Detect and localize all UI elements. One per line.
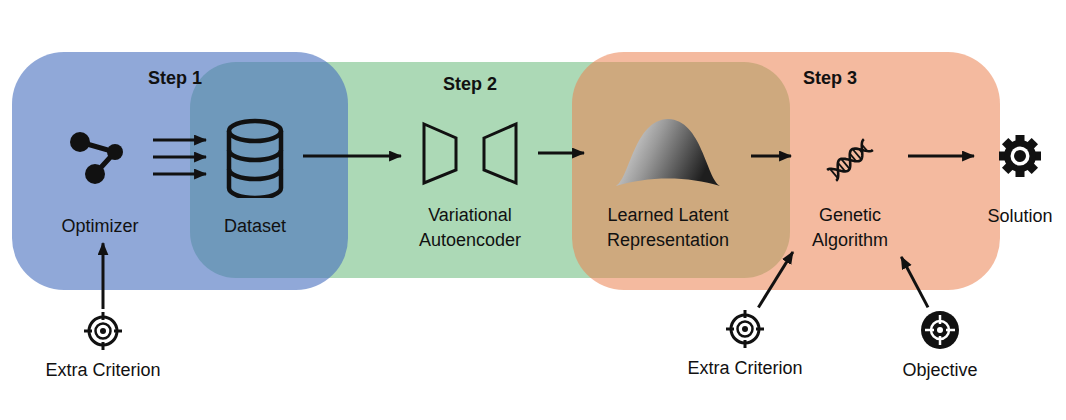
- dna-icon-part: [830, 169, 838, 178]
- database-icon-part: [229, 121, 281, 141]
- component-node: Objective: [885, 310, 995, 383]
- target-icon-part: [96, 324, 111, 339]
- target-icon-part: [726, 328, 734, 331]
- flow-arrow: [901, 257, 928, 307]
- dna-icon-part: [841, 159, 849, 169]
- target-icon-part: [738, 322, 753, 337]
- target-icon: [665, 310, 825, 348]
- step-region: Step 1 Optimizer Dataset: [12, 52, 348, 290]
- node-label: Optimizer: [50, 214, 150, 239]
- flow-arrow: [758, 252, 793, 308]
- objective-icon-part: [939, 315, 942, 324]
- objective-icon-part: [937, 327, 943, 333]
- target-icon-part: [114, 330, 122, 333]
- database-icon-part: [229, 131, 281, 198]
- step-region: [12, 52, 348, 290]
- dna-icon-part: [838, 163, 845, 172]
- step-title: Step 2: [443, 74, 497, 95]
- objective-icon: [885, 310, 995, 350]
- node-label: Objective: [885, 358, 995, 383]
- target-icon: [23, 312, 183, 350]
- flow-arrow: [153, 139, 206, 142]
- target-icon-part: [100, 328, 106, 334]
- target-icon-part: [742, 326, 748, 332]
- database-icon: [210, 118, 300, 198]
- graph-icon-part: [107, 144, 123, 160]
- target-icon-part: [744, 340, 747, 348]
- flow-arrow: [153, 173, 206, 176]
- node-label: Solution: [978, 204, 1062, 229]
- node-label: Genetic Algorithm: [795, 203, 905, 253]
- gear-icon-part: [1004, 140, 1036, 172]
- target-icon-part: [731, 315, 759, 343]
- objective-icon-part: [946, 329, 955, 332]
- node-label: Extra Criterion: [23, 358, 183, 383]
- component-node: Dataset: [210, 118, 300, 239]
- objective-icon-part: [939, 336, 942, 345]
- database-icon-part: [229, 150, 281, 160]
- component-node: Learned Latent Representation: [588, 116, 748, 253]
- step-region: [572, 52, 1000, 290]
- dna-icon: [795, 134, 905, 186]
- flow-arrow: [102, 243, 105, 309]
- target-icon-part: [726, 310, 764, 348]
- target-icon-part: [89, 317, 117, 345]
- component-node: Genetic Algorithm: [795, 134, 905, 253]
- node-label: Dataset: [210, 214, 300, 239]
- flow-arrow: [153, 156, 206, 159]
- flow-arrow: [751, 155, 791, 158]
- node-label: Variational Autoencoder: [405, 203, 535, 253]
- dna-icon-part: [827, 139, 873, 181]
- target-icon-part: [744, 310, 747, 318]
- dna-icon-part: [859, 149, 862, 153]
- component-node: Variational Autoencoder: [405, 120, 535, 253]
- component-node: Extra Criterion: [23, 312, 183, 383]
- objective-icon-part: [925, 329, 934, 332]
- hill-icon: [588, 116, 748, 188]
- step-title: Step 3: [803, 68, 857, 89]
- dna-icon-part: [827, 139, 873, 181]
- target-icon-part: [84, 312, 122, 350]
- dna-icon-part: [853, 149, 862, 159]
- target-icon-part: [84, 330, 92, 333]
- vae-icon-part: [424, 124, 456, 183]
- node-label: Learned Latent Representation: [588, 203, 748, 253]
- dna-icon-part: [827, 139, 873, 181]
- flow-arrow: [908, 155, 974, 158]
- component-node: Solution: [978, 134, 1062, 229]
- step-region: Step 3 Learned Latent Representation Genet…: [572, 52, 1000, 290]
- objective-icon-part: [921, 311, 959, 349]
- vae-icon-part: [484, 124, 516, 183]
- database-icon-part: [229, 121, 281, 198]
- graph-icon-part: [85, 164, 105, 184]
- target-icon-part: [102, 342, 105, 350]
- objective-icon-part: [921, 311, 959, 349]
- dna-icon-part: [850, 154, 856, 162]
- component-node: Optimizer: [50, 128, 150, 239]
- vae-icon: [405, 120, 535, 186]
- gear-icon-part: [1011, 147, 1030, 166]
- database-icon-part: [229, 169, 281, 179]
- flow-arrow: [303, 155, 401, 158]
- dna-icon-part: [862, 145, 868, 152]
- hill-icon-part: [616, 119, 720, 186]
- gear-icon-part: [999, 135, 1041, 177]
- target-icon-part: [756, 328, 764, 331]
- graph-icon: [50, 128, 150, 186]
- component-node: Extra Criterion: [665, 310, 825, 381]
- node-label: Extra Criterion: [665, 356, 825, 381]
- gear-icon-part: [1014, 150, 1026, 162]
- gear-icon: [978, 134, 1062, 178]
- target-icon-part: [102, 312, 105, 320]
- vae-icon-part: [424, 124, 516, 183]
- graph-icon-part: [70, 132, 90, 152]
- flow-arrow: [538, 152, 584, 155]
- step-title: Step 1: [148, 68, 202, 89]
